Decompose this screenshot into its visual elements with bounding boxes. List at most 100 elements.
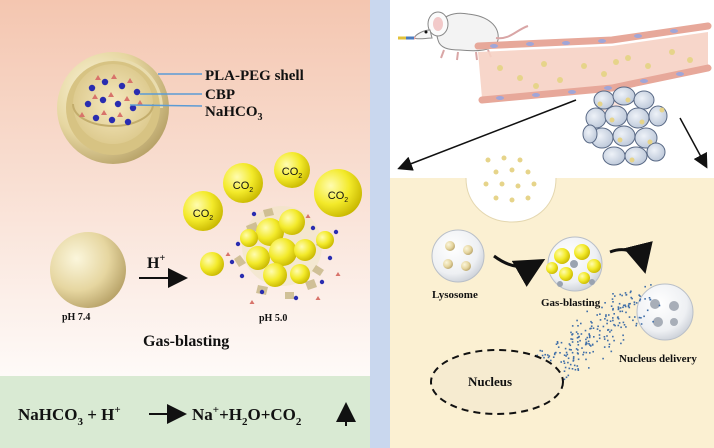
cargo-particle: [571, 333, 574, 335]
cargo-particle: [548, 355, 551, 357]
cargo-particle: [622, 321, 625, 324]
cargo-particle: [577, 341, 579, 343]
cargo-particle: [604, 318, 606, 320]
cargo-particle: [586, 342, 588, 345]
cargo-particle: [603, 336, 606, 338]
cargo-particle: [577, 344, 580, 346]
panel-divider: [370, 0, 390, 448]
cargo-particle: [622, 306, 624, 309]
cargo-particle: [617, 318, 620, 320]
cargo-particle: [563, 362, 566, 364]
cargo-particle: [565, 355, 567, 357]
cargo-particle: [576, 337, 579, 339]
cargo-particle: [601, 306, 603, 309]
gas-blasting-vesicle: [546, 236, 603, 292]
cargo-particle: [584, 329, 587, 332]
cargo-particle: [613, 339, 615, 342]
cargo-particle: [560, 361, 562, 363]
cargo-particle: [550, 359, 552, 362]
cargo-particle: [572, 356, 575, 358]
equation-reactants: NaHCO3 + H+: [18, 404, 121, 428]
cargo-particle: [546, 354, 549, 356]
co2-bubble: CO2: [183, 191, 223, 231]
cargo-particle: [554, 352, 556, 355]
cargo-particle: [572, 359, 575, 361]
cargo-particle: [627, 305, 630, 308]
svg-text:CO2: CO2: [328, 190, 349, 204]
cargo-particle: [568, 348, 571, 351]
cargo-particle: [608, 346, 610, 348]
cargo-particle: [571, 351, 574, 354]
cargo-particle: [576, 319, 578, 322]
cargo-particle: [563, 370, 566, 372]
cargo-particle: [575, 348, 578, 350]
cargo-particle: [564, 347, 567, 350]
cargo-particle: [599, 319, 602, 321]
cargo-particle: [568, 343, 571, 345]
cargo-particle: [577, 333, 579, 335]
cargo-particle: [644, 298, 646, 300]
intact-nanoparticle: [50, 232, 126, 308]
equation-products: Na++H2O+CO2: [192, 404, 302, 428]
nucleus-delivery-label: Nucleus delivery: [619, 353, 697, 365]
cargo-particle: [585, 338, 587, 341]
cbp-label: CBP: [205, 87, 235, 103]
cargo-particle: [569, 363, 572, 366]
cargo-particle: [584, 343, 587, 346]
cargo-particle: [580, 333, 583, 335]
cargo-particle: [552, 356, 555, 358]
cargo-particle: [589, 327, 591, 330]
cargo-particle: [612, 319, 614, 322]
cargo-particle: [557, 346, 560, 348]
cargo-particle: [648, 297, 651, 299]
svg-text:CO2: CO2: [193, 208, 214, 222]
cargo-particle: [590, 325, 593, 327]
cargo-particle: [567, 361, 569, 364]
cargo-particle: [571, 338, 574, 341]
cargo-particle: [568, 367, 571, 370]
cargo-particle: [608, 314, 610, 316]
cargo-particle: [632, 319, 634, 322]
cargo-particle: [608, 343, 611, 346]
lysosome-label: Lysosome: [432, 289, 478, 301]
cargo-particle: [639, 298, 642, 301]
cargo-particle: [619, 293, 621, 296]
cargo-particle: [602, 325, 605, 328]
cargo-particle: [639, 295, 641, 297]
cargo-particle: [635, 322, 638, 325]
cargo-particle: [625, 326, 627, 328]
cargo-particle: [631, 297, 633, 300]
cargo-particle: [622, 304, 625, 307]
cargo-particle: [604, 302, 606, 304]
cargo-particle: [640, 323, 643, 325]
cargo-particle: [630, 290, 632, 293]
cargo-particle: [596, 314, 598, 316]
cargo-particle: [589, 352, 591, 354]
cargo-particle: [583, 351, 585, 354]
cargo-particle: [564, 366, 567, 369]
cargo-particle: [649, 298, 652, 301]
cargo-particle: [617, 324, 620, 327]
cargo-particle: [624, 304, 626, 306]
cargo-particle: [650, 284, 652, 286]
cargo-particle: [606, 319, 609, 322]
cargo-particle: [633, 301, 636, 303]
cargo-particle: [581, 347, 583, 349]
cargo-particle: [596, 340, 598, 343]
cargo-particle: [607, 329, 609, 331]
cargo-particle: [572, 357, 575, 360]
gas-blasting-label: Gas-blasting: [541, 297, 601, 309]
cargo-particle: [588, 333, 591, 336]
cargo-particle: [629, 302, 631, 305]
cargo-particle: [563, 378, 566, 381]
cargo-particle: [623, 324, 626, 326]
cargo-particle: [555, 351, 557, 354]
cargo-particle: [559, 352, 561, 354]
cargo-particle: [618, 302, 621, 305]
cargo-particle: [634, 316, 636, 318]
cargo-particle: [603, 338, 606, 340]
cargo-particle: [591, 344, 594, 346]
cargo-particle: [635, 324, 637, 327]
tumor-cell-cluster: [582, 86, 668, 166]
process-title: Gas-blasting: [143, 333, 229, 350]
